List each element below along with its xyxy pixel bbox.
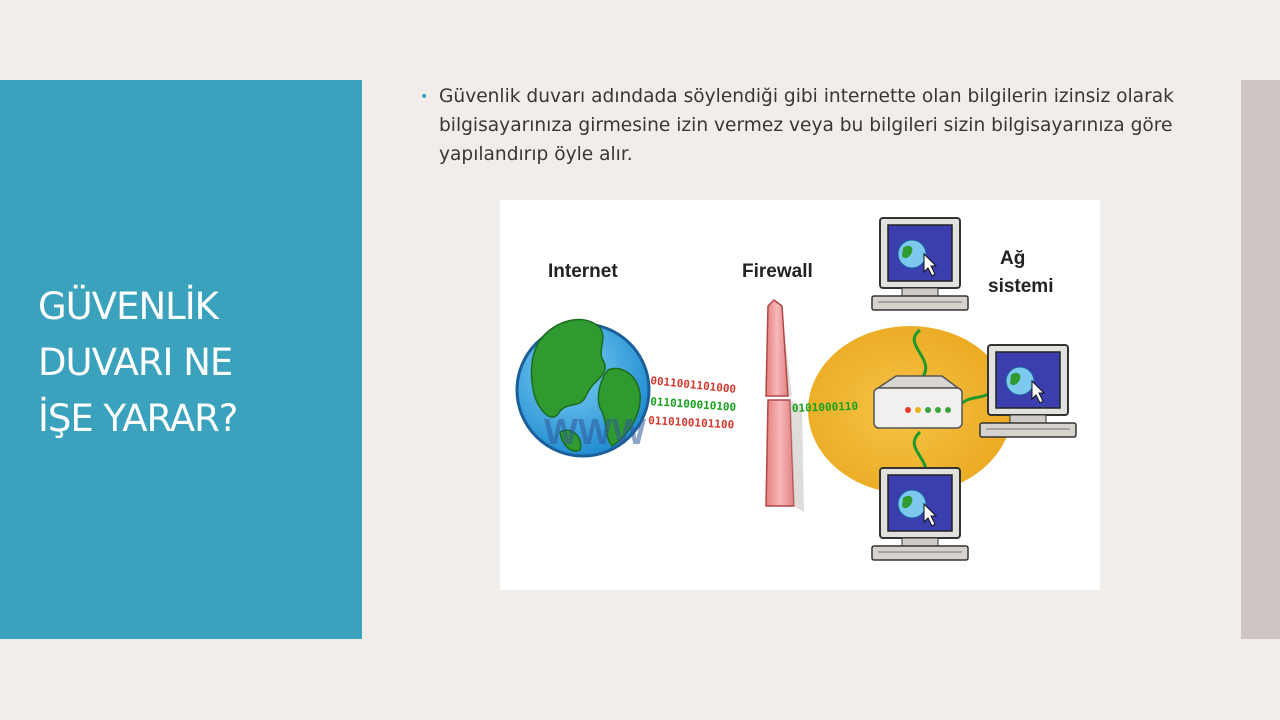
bitstream-middle: 0110100010100: [650, 395, 737, 414]
bitstream-bottom: 0110100101100: [648, 414, 735, 431]
right-accent-strip: [1241, 80, 1280, 639]
bitstream-to-network: 0101000110: [792, 400, 859, 415]
firewall-diagram: Internet Firewall Ağ sistemi WWW 0011001…: [500, 200, 1100, 590]
router-icon: [873, 375, 963, 429]
title-line-3: İŞE YARAR?: [38, 397, 238, 440]
slide-title: GÜVENLİK DUVARI NE İŞE YARAR?: [38, 279, 338, 447]
cursor-icon: [1031, 379, 1046, 404]
bullet-icon: •: [420, 89, 429, 105]
bitstream-top: 0011001101000: [650, 374, 737, 396]
cursor-icon: [923, 252, 938, 277]
title-panel: GÜVENLİK DUVARI NE İŞE YARAR?: [0, 80, 362, 639]
title-line-2: DUVARI NE: [38, 341, 233, 384]
bullet-text: Güvenlik duvarı adındada söylendiği gibi…: [439, 86, 1174, 165]
network-label-line-1: Ağ: [1000, 248, 1025, 269]
computer-icon: [871, 217, 969, 311]
cursor-icon: [923, 502, 938, 527]
firewall-icon: [765, 299, 804, 512]
firewall-label: Firewall: [742, 261, 813, 282]
computer-icon: [979, 344, 1077, 438]
title-line-1: GÜVENLİK: [38, 285, 219, 328]
network-label-line-2: sistemi: [988, 276, 1053, 297]
computer-icon: [871, 467, 969, 561]
globe-icon: WWW: [515, 318, 651, 458]
globe-www-text: WWW: [544, 411, 646, 452]
diagram-canvas: Internet Firewall Ağ sistemi WWW 0011001…: [515, 217, 1077, 561]
internet-label: Internet: [548, 261, 618, 282]
